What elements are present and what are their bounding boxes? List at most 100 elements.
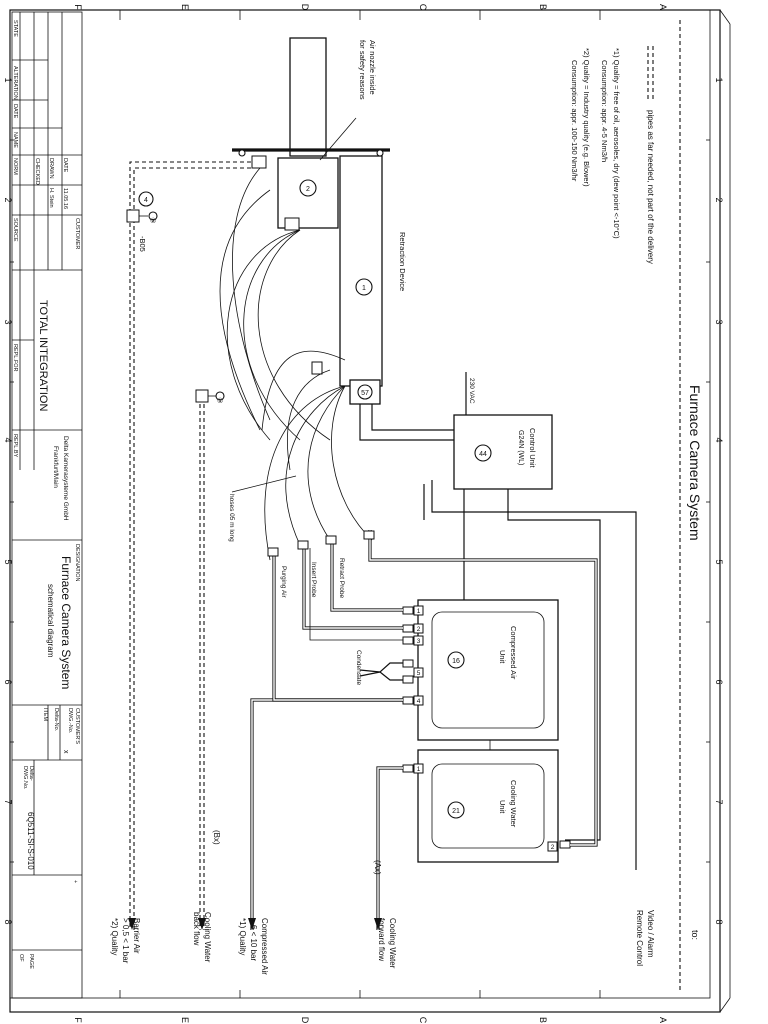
supply-voltage: 230 VAC xyxy=(468,378,475,404)
port-3: 3 xyxy=(417,638,421,645)
zone-number-1: 1 xyxy=(3,77,13,82)
nozzle-tag xyxy=(299,179,317,197)
retraction-label: Retraction Device xyxy=(398,232,407,291)
port-2: 2 xyxy=(417,626,421,633)
tb-design-title: Furnace Camera System xyxy=(59,556,73,689)
purging-air-label: Purging Air xyxy=(280,566,287,599)
zone-letter-C: C xyxy=(418,4,428,11)
compressed-air-tag-text: 16 xyxy=(452,658,460,665)
tb-item: ITEM xyxy=(42,708,48,722)
cooling-water-label: Cooling Water xyxy=(509,780,518,828)
cw-forward-2: forward flow xyxy=(377,918,386,961)
retract-probe-label: Retract Probe xyxy=(338,558,345,598)
control-unit-tag xyxy=(474,444,492,462)
diagram-title: Furnace Camera System xyxy=(687,385,703,541)
legend-pipes: pipes as far needed, not part of the del… xyxy=(646,46,655,264)
title-block xyxy=(11,11,83,999)
zone-number-8-right: 8 xyxy=(714,919,724,924)
tb-delta-no: Delta-No. xyxy=(53,708,59,732)
box-57-text: 57 xyxy=(361,390,369,397)
control-unit-model: G24N (WL) xyxy=(517,430,524,465)
tb-of: OF xyxy=(18,954,24,962)
cw-forward-1: Cooling Water xyxy=(388,918,397,969)
air-nozzle-note-2: for safety reasons xyxy=(358,40,367,100)
barrier-label-2: > 0,5 < 1 bar xyxy=(121,918,130,964)
tb-customer-value: TOTAL INTEGRATION xyxy=(37,300,49,411)
barrier-label-1: Barrier Air xyxy=(132,918,141,954)
zone-number-7: 7 xyxy=(3,799,13,804)
compressed-air-unit xyxy=(417,599,559,741)
cooling-water-label-2: Unit xyxy=(498,800,507,814)
tb-design-sub: schematical diagram xyxy=(46,584,55,658)
cooling-water-tag xyxy=(447,801,465,819)
tb-x: x xyxy=(62,750,69,754)
tb-source: SOURCE xyxy=(12,218,18,242)
zone-letter-D: D xyxy=(300,4,310,11)
bx-label: (Bx) xyxy=(212,830,221,845)
cw-port-2: 2 xyxy=(551,844,555,851)
tb-city: Frankfurt/Main xyxy=(52,446,59,488)
zone-number-6-right: 6 xyxy=(714,679,724,684)
port-4: 4 xyxy=(417,698,421,705)
control-unit-tag-text: 44 xyxy=(479,451,487,458)
video-label-2: Remote Control xyxy=(635,910,644,966)
zone-letter-E: E xyxy=(180,4,190,10)
zone-number-3: 3 xyxy=(3,319,13,324)
insert-probe-label: Insert Probe xyxy=(310,562,317,598)
tb-customers-dwg: CUSTOMER'S xyxy=(74,708,80,744)
zone-letter-A: A xyxy=(658,4,668,10)
tb-designation: DESIGNATION xyxy=(74,544,80,582)
zone-letter-F: F xyxy=(73,4,83,10)
tb-delta-dwg-2: DWG.No. xyxy=(22,766,28,790)
zone-number-1-right: 1 xyxy=(714,77,724,82)
tb-name: NAME xyxy=(12,132,18,148)
ax-label: (Ax) xyxy=(373,860,382,875)
tb-page: PAGE xyxy=(28,954,34,969)
camera-lance xyxy=(289,37,327,157)
valve-a: ② xyxy=(150,218,156,225)
cw-forward-arrow xyxy=(374,918,382,930)
tb-repl-by: REPL.BY xyxy=(12,434,18,458)
tb-norm: NORM xyxy=(12,158,18,175)
port-1: 1 xyxy=(417,608,421,615)
barrier-label-3: *2) Quality xyxy=(110,918,119,955)
zone-number-4-right: 4 xyxy=(714,437,724,442)
tb-state: STATE xyxy=(12,20,18,37)
hoses-label: hoses 05 m long xyxy=(228,494,235,542)
zone-letter-C-bottom: C xyxy=(418,1017,428,1024)
tb-customer: CUSTOMER xyxy=(74,218,80,249)
ca-label-1: Compressed Air xyxy=(260,918,269,975)
hose-bundle xyxy=(219,167,373,561)
tb-repl-for: REPL.FOR xyxy=(12,344,18,372)
cooling-water-tag-text: 21 xyxy=(452,808,460,815)
tb-checked: CHECKED xyxy=(34,158,40,185)
condensate-label: Condensate xyxy=(355,650,362,685)
port-5: 5 xyxy=(417,670,421,677)
to-label: to: xyxy=(690,930,700,940)
tb-drawn-value: H. Stein xyxy=(48,188,54,208)
retraction-device xyxy=(339,155,383,387)
zone-letter-A-bottom: A xyxy=(658,1017,668,1023)
zone-number-6: 6 xyxy=(3,679,13,684)
note-consumption-2: Consumption: appr. 100-150 Nm3/hr xyxy=(570,60,579,182)
note-quality-1: *1) Quality = free of oil, aerosoles, dr… xyxy=(612,48,621,239)
zone-number-8: 8 xyxy=(3,919,13,924)
cooling-water-unit xyxy=(417,749,559,863)
zone-number-2-right: 2 xyxy=(714,197,724,202)
tb-alteration: ALTERATION xyxy=(12,66,18,100)
control-unit-label: Control Unit xyxy=(528,428,537,469)
cw-back-1: Cooling Water xyxy=(203,912,212,963)
zone-letter-E-bottom: E xyxy=(180,1017,190,1023)
tb-delta-dwg-1: Delta- xyxy=(28,766,34,781)
video-alarm-line xyxy=(431,480,637,870)
tb-drawn: DRAWN xyxy=(48,158,54,179)
note-quality-2: *2) Quality = Industry quality (e.g. Blo… xyxy=(582,48,591,187)
zone-letter-D-bottom: D xyxy=(300,1017,310,1024)
zone-number-2: 2 xyxy=(3,197,13,202)
zone-number-5: 5 xyxy=(3,559,13,564)
zone-number-5-right: 5 xyxy=(714,559,724,564)
tb-drawing-no: 6Q511-SI-S-010 xyxy=(26,812,35,870)
control-unit-box xyxy=(453,414,553,490)
zone-number-7-right: 7 xyxy=(714,799,724,804)
